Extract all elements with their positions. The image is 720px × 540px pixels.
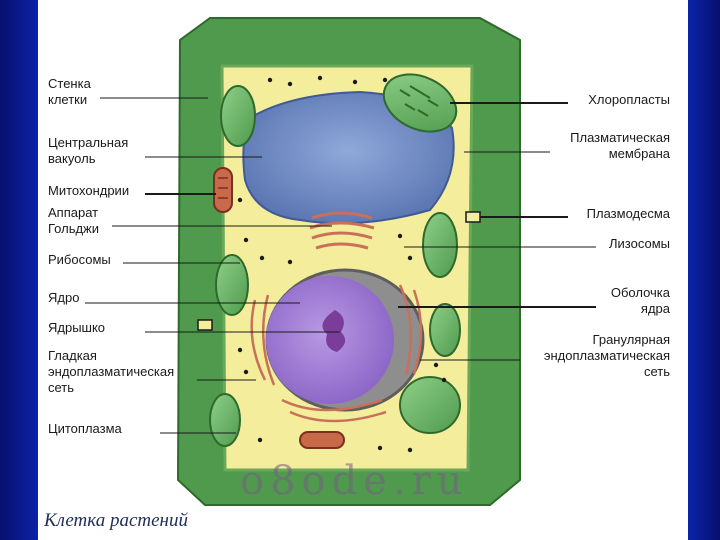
er-strands [250,284,423,423]
label-mitochondria-line: Митохондрии [48,183,129,198]
label-plasma-membrane-line: Плазматическая [570,130,670,145]
label-plasma-membrane-line: мембрана [609,146,671,161]
label-ribosomes-line: Рибосомы [48,252,111,267]
label-mitochondria: Митохондрии [48,183,129,198]
label-lysosomes: Лизосомы [609,236,670,251]
label-central-vacuole-line: вакуоль [48,151,96,166]
label-smooth-er-line: сеть [48,380,74,395]
label-nucleolus: Ядрышко [48,320,105,335]
label-nuclear-envelope-line: Оболочка [611,285,671,300]
label-lysosomes-line: Лизосомы [609,236,670,251]
background-right-panel [688,0,720,540]
label-nucleolus-line: Ядрышко [48,320,105,335]
label-central-vacuole-line: Центральная [48,135,128,150]
label-rough-er-line: Гранулярная [593,332,670,347]
label-golgi-line: Гольджи [48,221,99,236]
plasmodesma-left [197,319,213,331]
central-vacuole-shape [242,90,455,225]
leader-lines-right [398,102,596,361]
label-cytoplasm: Цитоплазма [48,421,123,436]
label-chloroplasts: Хлоропласты [588,92,670,107]
golgi-shape [309,211,375,250]
caption: Клетка растений [44,510,188,531]
label-golgi-line: Аппарат [48,205,98,220]
label-plasmodesma: Плазмодесма [587,206,671,221]
label-cell-wall-line: Стенка [48,76,92,91]
label-chloroplasts-line: Хлоропласты [588,92,670,107]
label-cell-wall-line: клетки [48,92,87,107]
label-nucleus: Ядро [48,290,79,305]
label-nucleus-line: Ядро [48,290,79,305]
nucleus-shape [265,268,425,412]
leader-lines-left [85,97,340,434]
label-nuclear-envelope-line: ядра [641,301,671,316]
label-plasmodesma-line: Плазмодесма [587,206,671,221]
label-smooth-er-line: Гладкая [48,348,97,363]
chloroplasts-group [209,73,461,447]
mitochondria-group [213,167,345,449]
plasmodesma-right [465,211,481,223]
label-cytoplasm-line: Цитоплазма [48,421,123,436]
watermark: o8ode.ru [240,458,469,504]
background-left-panel [0,0,38,540]
label-rough-er-line: эндоплазматическая [544,348,670,363]
label-ribosomes: Рибосомы [48,252,111,267]
ribosomes-dots [237,75,447,453]
label-rough-er-line: сеть [644,364,670,379]
label-smooth-er-line: эндоплазматическая [48,364,174,379]
